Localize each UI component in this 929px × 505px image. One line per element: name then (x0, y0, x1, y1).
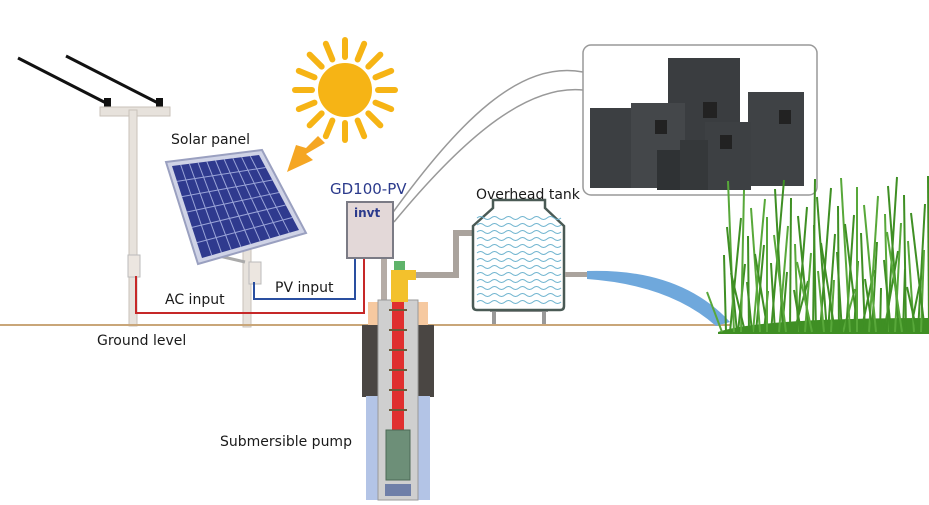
ac-input-label: AC input (165, 292, 225, 308)
wellhead-valve (391, 261, 416, 302)
pv-input-wire (253, 258, 356, 300)
outlet-pipe (565, 272, 587, 277)
invt-logo: invt (354, 206, 381, 220)
callout-lines (390, 69, 584, 223)
sunlight-arrow-icon (287, 136, 325, 172)
borehole-well (362, 290, 434, 501)
sun-icon (292, 37, 398, 143)
supply-pipe (416, 230, 473, 278)
overhead-tank (471, 198, 566, 324)
submersible-pump-label: Submersible pump (220, 434, 352, 450)
power-lines (17, 54, 163, 108)
controller-model-label: GD100-PV (330, 180, 407, 198)
ac-input-wire (135, 258, 365, 314)
solar-panel (164, 148, 308, 328)
grass-field (706, 175, 929, 334)
solar-panel-label: Solar panel (171, 132, 250, 148)
product-callout (582, 44, 818, 196)
ground-level-label: Ground level (97, 333, 187, 349)
water-stream (587, 270, 730, 326)
pv-input-label: PV input (275, 280, 334, 296)
overhead-tank-label: Overhead tank (476, 187, 580, 203)
controller-box (346, 201, 394, 303)
